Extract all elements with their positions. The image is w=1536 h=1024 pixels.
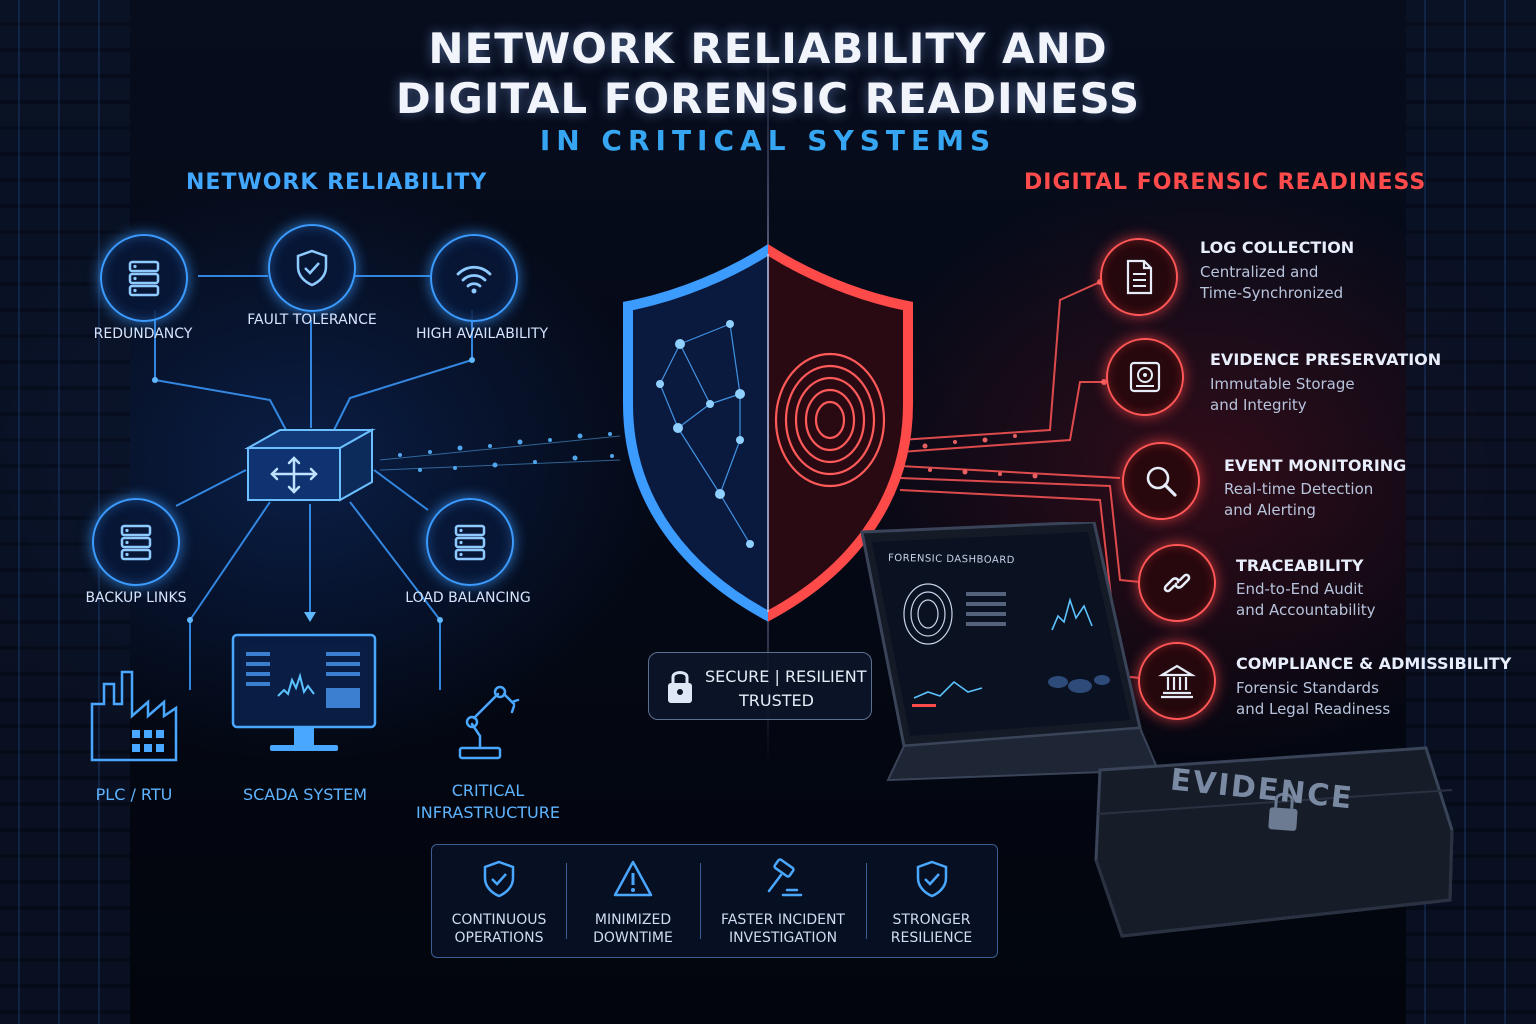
log-collection-node xyxy=(1100,238,1178,316)
title-line-2: DIGITAL FORENSIC READINESS xyxy=(395,74,1141,123)
server-stack-icon xyxy=(120,524,152,561)
outcome-separator xyxy=(700,863,701,939)
gavel-icon xyxy=(767,858,803,897)
robotic-arm-icon xyxy=(458,685,520,760)
critical-infrastructure-line1: CRITICAL xyxy=(451,781,525,800)
outcome-stronger-resilience: STRONGER RESILIENCE xyxy=(866,845,997,957)
outcome-line2: OPERATIONS xyxy=(454,930,544,946)
compliance-node xyxy=(1138,642,1216,720)
critical-infrastructure-label: CRITICAL INFRASTRUCTURE xyxy=(404,780,572,824)
shield-check-icon xyxy=(483,860,515,898)
fault-tolerance-label: FAULT TOLERANCE xyxy=(247,312,377,328)
shield-check-icon xyxy=(916,860,947,898)
outcome-label: CONTINUOUS OPERATIONS xyxy=(432,911,566,947)
badge-line-1: SECURE | RESILIENT xyxy=(705,667,867,686)
traceability-desc-line1: End-to-End Audit xyxy=(1236,580,1364,598)
laptop-illustration xyxy=(860,522,1158,782)
traceability-title: TRACEABILITY xyxy=(1236,556,1364,575)
log-collection-desc-line1: Centralized and xyxy=(1200,263,1319,281)
evidence-case-illustration xyxy=(1094,746,1454,938)
shield-network-fingerprint-icon xyxy=(623,244,913,622)
traceability-desc: End-to-End Audit and Accountability xyxy=(1236,579,1376,621)
compliance-title: COMPLIANCE & ADMISSIBILITY xyxy=(1236,654,1512,673)
title-line-1: NETWORK RELIABILITY AND xyxy=(428,24,1108,73)
high-availability-label: HIGH AVAILABILITY xyxy=(415,326,548,342)
evidence-preservation-desc-line1: Immutable Storage xyxy=(1210,375,1355,393)
traceability-node xyxy=(1138,544,1216,622)
wifi-icon xyxy=(456,265,492,294)
chain-link-icon xyxy=(1163,573,1191,593)
scada-system-label: SCADA SYSTEM xyxy=(242,785,368,804)
evidence-preservation-title: EVIDENCE PRESERVATION xyxy=(1210,350,1442,369)
forensic-dashboard-title: FORENSIC DASHBOARD xyxy=(887,552,1016,567)
log-collection-desc-line2: Time-Synchronized xyxy=(1200,284,1344,302)
evidence-preservation-desc-line2: and Integrity xyxy=(1210,396,1307,414)
backup-links-node xyxy=(92,498,180,586)
event-monitoring-desc-line2: and Alerting xyxy=(1224,501,1316,519)
server-stack-icon xyxy=(128,260,160,297)
evidence-preservation-desc: Immutable Storage and Integrity xyxy=(1210,374,1355,416)
badge-line-2: TRUSTED xyxy=(739,691,814,710)
outcome-line2: RESILIENCE xyxy=(890,930,973,946)
log-collection-desc: Centralized and Time-Synchronized xyxy=(1200,262,1343,304)
outcome-label: FASTER INCIDENT INVESTIGATION xyxy=(700,911,866,947)
redundancy-node xyxy=(100,234,188,322)
warning-icon xyxy=(613,860,653,897)
hard-drive-icon xyxy=(1129,361,1161,393)
event-monitoring-node xyxy=(1122,442,1200,520)
event-monitoring-desc: Real-time Detection and Alerting xyxy=(1224,479,1373,521)
event-monitoring-desc-line1: Real-time Detection xyxy=(1224,480,1374,498)
outcome-line1: CONTINUOUS xyxy=(451,912,547,928)
monitor-icon xyxy=(231,633,377,751)
log-collection-title: LOG COLLECTION xyxy=(1200,238,1355,257)
load-balancing-label: LOAD BALANCING xyxy=(405,590,531,606)
outcome-minimized-downtime: MINIMIZED DOWNTIME xyxy=(566,845,700,957)
outcome-separator xyxy=(866,863,867,939)
subtitle: IN CRITICAL SYSTEMS xyxy=(539,124,997,157)
backup-links-label: BACKUP LINKS xyxy=(85,590,187,606)
outcomes-panel: CONTINUOUS OPERATIONS MINIMIZED DOWNTIME… xyxy=(431,844,998,958)
evidence-preservation-node xyxy=(1106,338,1184,416)
outcome-separator xyxy=(566,863,567,939)
secure-resilient-trusted-badge: SECURE | RESILIENT TRUSTED xyxy=(648,652,872,720)
compliance-desc-line1: Forensic Standards xyxy=(1236,679,1379,697)
outcome-line2: DOWNTIME xyxy=(593,930,673,946)
network-reliability-heading: NETWORK RELIABILITY xyxy=(186,170,488,195)
magnifier-icon xyxy=(1146,466,1177,497)
courthouse-icon xyxy=(1158,664,1196,699)
outcome-line2: INVESTIGATION xyxy=(728,930,838,946)
outcome-label: STRONGER RESILIENCE xyxy=(866,911,997,947)
redundancy-label: REDUNDANCY xyxy=(93,326,193,342)
outcome-line1: MINIMIZED xyxy=(594,912,672,928)
outcome-label: MINIMIZED DOWNTIME xyxy=(566,911,700,947)
plc-rtu-label: PLC / RTU xyxy=(95,785,173,804)
forensic-readiness-heading: DIGITAL FORENSIC READINESS xyxy=(1024,170,1427,195)
event-monitoring-title: EVENT MONITORING xyxy=(1224,456,1407,475)
server-stack-icon xyxy=(454,524,486,561)
compliance-desc-line2: and Legal Readiness xyxy=(1236,700,1391,718)
compliance-desc: Forensic Standards and Legal Readiness xyxy=(1236,678,1390,720)
critical-infrastructure-line2: INFRASTRUCTURE xyxy=(416,803,560,822)
outcome-faster-incident-investigation: FASTER INCIDENT INVESTIGATION xyxy=(700,845,866,957)
network-switch-icon xyxy=(244,428,376,502)
fault-tolerance-node xyxy=(268,224,356,312)
high-availability-node xyxy=(430,234,518,322)
outcome-line1: FASTER INCIDENT xyxy=(721,912,845,928)
shield-check-icon xyxy=(296,249,328,287)
traceability-desc-line2: and Accountability xyxy=(1236,601,1376,619)
load-balancing-node xyxy=(426,498,514,586)
outcome-line1: STRONGER xyxy=(892,912,971,928)
document-icon xyxy=(1126,259,1153,295)
outcome-continuous-operations: CONTINUOUS OPERATIONS xyxy=(432,845,566,957)
factory-icon xyxy=(90,670,178,762)
padlock-icon xyxy=(668,671,692,703)
